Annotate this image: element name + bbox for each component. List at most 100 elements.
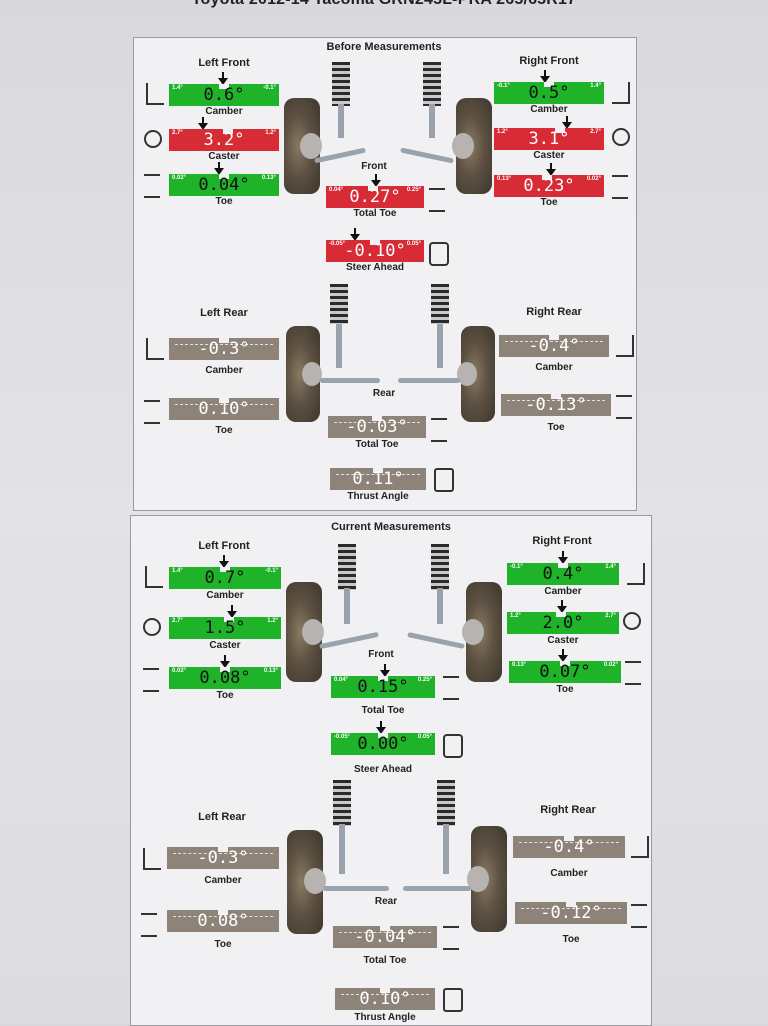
toe-icon bbox=[141, 913, 157, 937]
right-rear-camber-value: -0.4° bbox=[528, 336, 580, 356]
toe-label: Toe bbox=[556, 684, 574, 695]
left-front-camber-value: 0.6° bbox=[203, 85, 245, 105]
right-rear-camber-gauge: -0.4° bbox=[499, 335, 609, 357]
rear-label: Rear bbox=[372, 388, 396, 399]
caster-icon bbox=[623, 612, 641, 630]
coil-spring-icon bbox=[332, 62, 350, 106]
target-arrow-icon bbox=[350, 228, 360, 241]
left-front-camber-gauge: 1.4° -0.1° 0.7° bbox=[169, 567, 281, 589]
right-front-caster-gauge: 1.2° 2.7° 2.0° bbox=[507, 612, 619, 634]
thrust-angle-label: Thrust Angle bbox=[354, 1012, 416, 1023]
toe-label: Toe bbox=[214, 939, 232, 950]
total-toe-label: Total Toe bbox=[355, 439, 399, 450]
gauge-min: 0.04° bbox=[329, 187, 344, 193]
steering-icon bbox=[429, 242, 449, 266]
coil-spring-icon bbox=[338, 544, 356, 590]
right-front-camber-value: 0.4° bbox=[542, 564, 584, 584]
gauge-max: -0.1° bbox=[265, 568, 278, 574]
control-arm-icon bbox=[323, 886, 389, 891]
camber-icon bbox=[631, 836, 649, 858]
strut-icon bbox=[437, 588, 443, 624]
strut-icon bbox=[429, 104, 435, 138]
coil-spring-icon bbox=[437, 780, 455, 826]
left-front-toe-value: 0.04° bbox=[198, 175, 250, 195]
caster-icon bbox=[143, 618, 161, 636]
front-total-toe-value: 0.27° bbox=[349, 187, 401, 207]
right-front-toe-gauge: 0.13° 0.02° 0.23° bbox=[494, 175, 604, 197]
target-arrow-icon bbox=[198, 117, 208, 130]
front-label: Front bbox=[368, 649, 394, 660]
left-rear-camber-value: -0.3° bbox=[197, 848, 249, 868]
gauge-max: 1.2° bbox=[267, 618, 278, 624]
gauge-max: 1.4° bbox=[590, 83, 601, 89]
toe-icon bbox=[443, 926, 459, 950]
front-label: Front bbox=[361, 161, 387, 172]
right-rear-camber-gauge: -0.4° bbox=[513, 836, 625, 858]
right-front-caster-value: 3.1° bbox=[528, 129, 570, 149]
gauge-min: 2.7° bbox=[172, 130, 183, 136]
total-toe-label: Total Toe bbox=[361, 705, 405, 716]
toe-icon bbox=[431, 418, 447, 442]
caster-icon bbox=[144, 130, 162, 148]
gauge-max: 0.02° bbox=[603, 662, 618, 668]
thrust-icon bbox=[434, 468, 454, 492]
target-arrow-icon bbox=[227, 605, 237, 618]
toe-icon bbox=[144, 400, 160, 424]
steer-ahead-label: Steer Ahead bbox=[346, 262, 404, 273]
thrust-angle-gauge: 0.11° bbox=[330, 468, 426, 490]
target-arrow-icon bbox=[380, 664, 390, 677]
hub-icon bbox=[300, 133, 322, 159]
right-rear-toe-value: -0.13° bbox=[525, 395, 587, 415]
right-rear-heading: Right Rear bbox=[526, 306, 582, 318]
gauge-min: -0.05° bbox=[334, 734, 351, 740]
steer-ahead-value: -0.10° bbox=[344, 241, 406, 261]
hub-icon bbox=[452, 133, 474, 159]
target-arrow-icon bbox=[540, 70, 550, 83]
strut-icon bbox=[339, 824, 345, 874]
coil-spring-icon bbox=[330, 284, 348, 324]
gauge-min: 1.4° bbox=[172, 85, 183, 91]
toe-icon bbox=[429, 188, 445, 212]
left-rear-camber-gauge: -0.3° bbox=[169, 338, 279, 360]
toe-icon bbox=[616, 395, 632, 419]
steer-ahead-gauge: -0.05° 0.05° -0.10° bbox=[326, 240, 424, 262]
right-front-heading: Right Front bbox=[519, 55, 579, 67]
right-front-toe-value: 0.23° bbox=[523, 176, 575, 196]
steer-ahead-value: 0.00° bbox=[357, 734, 409, 754]
left-rear-camber-value: -0.3° bbox=[198, 339, 250, 359]
left-front-camber-gauge: 1.4° -0.1° 0.6° bbox=[169, 84, 279, 106]
rear-total-toe-gauge: -0.03° bbox=[328, 416, 426, 438]
camber-icon bbox=[612, 82, 630, 104]
left-rear-camber-gauge: -0.3° bbox=[167, 847, 279, 869]
control-arm-icon bbox=[320, 378, 380, 383]
hub-icon bbox=[457, 362, 477, 386]
caster-label: Caster bbox=[208, 151, 240, 162]
left-rear-toe-gauge: 0.08° bbox=[167, 910, 279, 932]
coil-spring-icon bbox=[423, 62, 441, 106]
right-rear-toe-gauge: -0.13° bbox=[501, 394, 611, 416]
toe-label: Toe bbox=[540, 197, 558, 208]
gauge-max: 2.7° bbox=[605, 613, 616, 619]
gauge-min: 0.13° bbox=[497, 176, 512, 182]
strut-icon bbox=[344, 588, 350, 624]
toe-icon bbox=[625, 661, 641, 685]
camber-icon bbox=[145, 566, 163, 588]
right-front-camber-gauge: -0.1° 1.4° 0.5° bbox=[494, 82, 604, 104]
toe-icon bbox=[144, 174, 160, 198]
target-arrow-icon bbox=[376, 721, 386, 734]
caster-label: Caster bbox=[533, 150, 565, 161]
toe-label: Toe bbox=[216, 690, 234, 701]
left-front-heading: Left Front bbox=[198, 57, 250, 69]
strut-icon bbox=[336, 324, 342, 368]
strut-icon bbox=[338, 104, 344, 138]
hub-icon bbox=[302, 362, 322, 386]
camber-label: Camber bbox=[535, 362, 573, 373]
gauge-min: 1.4° bbox=[172, 568, 183, 574]
strut-icon bbox=[443, 824, 449, 874]
total-toe-label: Total Toe bbox=[363, 955, 407, 966]
document-title: Toyota 2012-14 Tacoma GRN245L-PRA 265/65… bbox=[0, 0, 768, 9]
gauge-min: 0.02° bbox=[172, 175, 187, 181]
left-rear-toe-value: 0.08° bbox=[197, 911, 249, 931]
right-front-toe-gauge: 0.13° 0.02° 0.07° bbox=[509, 661, 621, 683]
left-front-camber-value: 0.7° bbox=[204, 568, 246, 588]
